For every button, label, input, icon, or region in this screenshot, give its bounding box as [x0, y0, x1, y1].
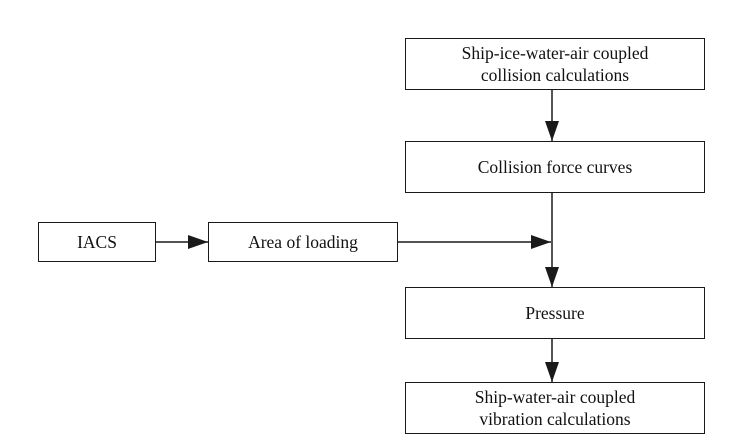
- node-pressure: Pressure: [405, 287, 705, 339]
- node-vibration-label: Ship-water-air coupled vibration calcula…: [474, 387, 636, 429]
- node-area-of-loading: Area of loading: [208, 222, 398, 262]
- node-coupled-collision-label: Ship-ice-water-air coupled collision cal…: [461, 43, 649, 85]
- node-collision-force-curves: Collision force curves: [405, 141, 705, 193]
- node-iacs-label: IACS: [77, 232, 117, 252]
- node-vibration-calculations: Ship-water-air coupled vibration calcula…: [405, 382, 705, 434]
- node-coupled-collision: Ship-ice-water-air coupled collision cal…: [405, 38, 705, 90]
- node-pressure-label: Pressure: [525, 303, 585, 323]
- node-iacs: IACS: [38, 222, 156, 262]
- node-collision-force-label: Collision force curves: [477, 157, 633, 177]
- node-area-of-loading-label: Area of loading: [248, 232, 358, 252]
